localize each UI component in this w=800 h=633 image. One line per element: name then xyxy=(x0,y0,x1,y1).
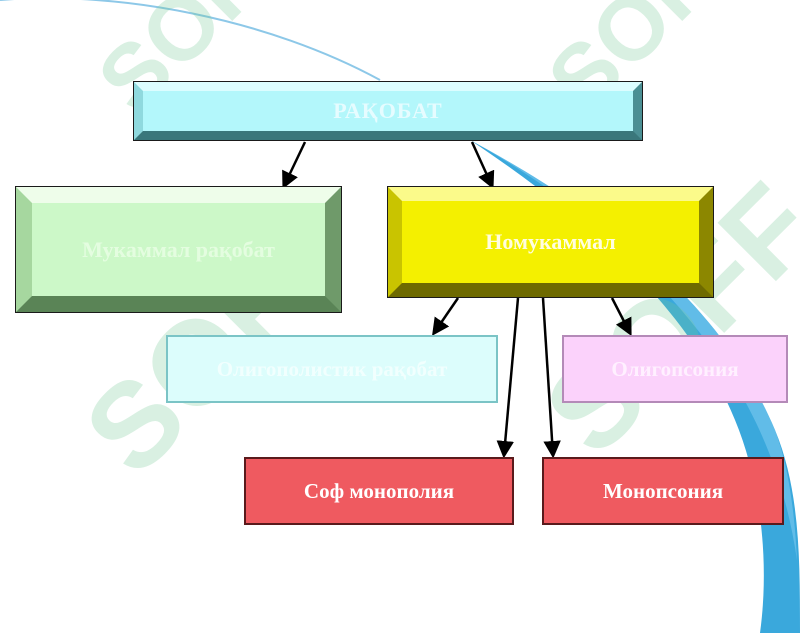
perfect-competition-box: Мукаммал рақобат xyxy=(15,186,342,313)
background-arc xyxy=(0,0,381,81)
oligopsony-box: Олигопсония xyxy=(562,335,788,403)
monopsony-box: Монопсония xyxy=(542,457,784,525)
pure-monopoly-label: Соф монополия xyxy=(303,478,455,503)
oligopolistic-competition-box: Олигополистик рақобат xyxy=(166,335,498,403)
competition-label: РАҚОБАТ xyxy=(333,98,443,123)
arrow-to-oligopsony xyxy=(610,297,632,337)
monopsony-label: Монопсония xyxy=(602,478,724,503)
imperfect-competition-box: Номукаммал xyxy=(387,186,714,298)
oligopsony-label: Олигопсония xyxy=(611,356,739,381)
competition-box: РАҚОБАТ xyxy=(133,81,643,141)
arrow-to-monopsony xyxy=(541,297,561,459)
arrow-top-to-left xyxy=(282,141,307,190)
perfect-competition-label: Мукаммал рақобат xyxy=(82,236,275,262)
arrow-to-oligopolistic xyxy=(432,297,460,336)
arrow-top-to-right xyxy=(470,141,495,190)
oligopolistic-competition-label: Олигополистик рақобат xyxy=(216,356,448,381)
pure-monopoly-box: Соф монополия xyxy=(244,457,514,525)
arrow-to-pure-monopoly xyxy=(496,297,520,459)
imperfect-competition-label: Номукаммал xyxy=(485,229,616,254)
